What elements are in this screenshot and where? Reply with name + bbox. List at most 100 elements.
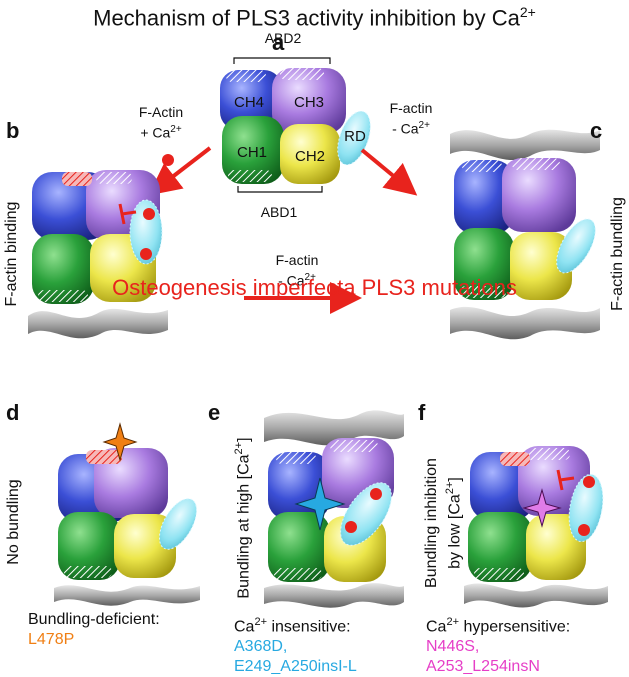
side-label-e-sup: 2+ xyxy=(233,441,245,455)
arrow-to-c xyxy=(360,148,418,196)
arrow-right-line1: F-actin xyxy=(389,100,433,116)
panel-c-protein xyxy=(450,129,600,340)
caption-e-head: Ca2+ insensitive: xyxy=(234,612,357,637)
f-actin-filament xyxy=(464,583,608,608)
f-ch3-hatch xyxy=(526,448,570,460)
panel-letter-f: f xyxy=(418,400,426,425)
c-ch1-hatch xyxy=(460,286,506,298)
f-calcium-1 xyxy=(583,476,595,488)
abd1-label: ABD1 xyxy=(260,204,298,220)
arrow-left-line2: + Ca2+ xyxy=(126,121,196,142)
arrow-bottom-line1: F-actin xyxy=(275,252,319,268)
caption-f-mutation-2: A253_L254insN xyxy=(426,658,540,676)
side-label-f-line2-text: by low [Ca xyxy=(446,494,464,569)
arrow-left-sup: 2+ xyxy=(170,124,182,135)
panel-f-protein xyxy=(464,446,608,608)
e-ch4-hatch xyxy=(276,452,316,464)
caption-e-head-post: insensitive: xyxy=(267,618,351,636)
abd2-bracket xyxy=(233,57,331,64)
d-ch3-domain xyxy=(94,448,168,518)
abd2-label: ABD2 xyxy=(264,30,302,46)
d-ch1-hatch xyxy=(64,566,112,578)
c-actin-top xyxy=(450,129,600,161)
e-ch3-hatch xyxy=(330,440,378,452)
arrow-bottom-sup: 2+ xyxy=(304,272,316,283)
side-label-d: No bundling xyxy=(5,479,22,565)
arrow-right-label: F-actin - Ca2+ xyxy=(376,100,446,138)
side-label-c: F-actin bundling xyxy=(609,197,626,311)
ch1-label: CH1 xyxy=(236,144,267,161)
b-ch1-hatch xyxy=(38,290,88,302)
b-actin-filament xyxy=(28,308,168,339)
f-inhibition-mark xyxy=(556,469,575,491)
arrow-left-line1: F-Actin xyxy=(138,104,184,120)
arrow-left-label: F-Actin + Ca2+ xyxy=(126,104,196,142)
panel-letter-a: a xyxy=(272,30,285,55)
figure-title-text: Mechanism of PLS3 activity inhibition by… xyxy=(93,5,520,31)
a-ch3-hatch xyxy=(280,68,324,80)
arrow-bottom-line2-text: - Ca xyxy=(278,272,305,289)
side-label-f: Bundling inhibition by low [Ca2+] xyxy=(423,433,464,613)
f-rd-domain xyxy=(568,473,604,543)
caption-e-mutation-1: A368D, xyxy=(234,638,288,656)
panel-letter-d: d xyxy=(6,400,20,425)
caption-f-sup: 2+ xyxy=(446,616,459,628)
arrow-to-b xyxy=(148,146,212,196)
d-rd-domain xyxy=(158,498,198,550)
a-ch4-hatch xyxy=(226,70,266,82)
a-ch1-domain xyxy=(222,116,284,184)
caption-f-head-pre: Ca xyxy=(426,618,447,636)
c-ch3-domain xyxy=(502,158,576,232)
caption-d-head: Bundling-deficient: xyxy=(28,611,160,628)
d-ch4-hatch-mutant xyxy=(86,450,122,464)
a-ch3-domain xyxy=(272,68,346,134)
e-ch1-hatch xyxy=(274,568,322,580)
caption-e: Ca2+ insensitive: A368D, E249_A250insI-L xyxy=(234,612,357,677)
e-actin-bottom xyxy=(264,583,404,608)
d-ch1-domain xyxy=(58,512,120,580)
panel-a-protein xyxy=(220,57,371,193)
b-ch1-domain xyxy=(32,234,94,304)
a-ch2-domain xyxy=(280,124,340,184)
arrow-right-line2-text: - Ca xyxy=(392,120,419,137)
panel-e-protein xyxy=(264,410,404,608)
b-inhibition-mark xyxy=(118,203,137,225)
arrow-bottom-label: F-actin - Ca2+ xyxy=(262,252,332,290)
f-ch4-hatch-bound xyxy=(500,452,530,466)
e-calcium-1 xyxy=(370,488,382,500)
side-label-e-tail: ] xyxy=(235,437,253,442)
abd1-bracket xyxy=(237,186,323,193)
b-ch4-hatch-bound xyxy=(62,172,92,186)
c-ch4-hatch xyxy=(462,160,502,172)
side-label-f-line2: by low [Ca2+] xyxy=(441,433,464,613)
c-rd-domain xyxy=(556,218,596,274)
e-actin-top xyxy=(264,410,404,446)
c-ch2-domain xyxy=(510,232,572,300)
caption-e-mutation-2: E249_A250insI-L xyxy=(234,658,357,676)
d-mutation-star xyxy=(102,422,138,462)
f-ch1-hatch xyxy=(474,568,524,580)
ch3-label: CH3 xyxy=(293,94,324,111)
ch4-label: CH4 xyxy=(233,94,264,111)
calcium-ion-free xyxy=(162,154,174,166)
e-mutation-star xyxy=(294,477,346,531)
figure-title: Mechanism of PLS3 activity inhibition by… xyxy=(0,4,629,31)
side-label-f-line1: Bundling inhibition xyxy=(423,458,440,588)
a-ch4-domain xyxy=(220,70,282,130)
a-ch1-hatch xyxy=(228,170,272,182)
figure-title-sup: 2+ xyxy=(519,4,536,20)
caption-f: Ca2+ hypersensitive: N446S, A253_L254ins… xyxy=(426,612,570,677)
arrow-right-sup: 2+ xyxy=(418,120,430,131)
panel-d-protein xyxy=(54,422,200,606)
e-calcium-2 xyxy=(345,521,357,533)
side-label-e: Bundling at high [Ca2+] xyxy=(230,428,253,608)
caption-f-head-post: hypersensitive: xyxy=(459,618,571,636)
b-ch3-hatch xyxy=(96,172,132,184)
f-calcium-2 xyxy=(578,524,590,536)
mutations-subtitle: Osteogenesis imperfecta PLS3 mutations xyxy=(112,275,517,300)
b-calcium-1 xyxy=(143,208,155,220)
arrow-right-line2: - Ca2+ xyxy=(376,117,446,138)
caption-d: Bundling-deficient: L478P xyxy=(28,610,160,650)
arrow-bottom-line2: - Ca2+ xyxy=(262,269,332,290)
